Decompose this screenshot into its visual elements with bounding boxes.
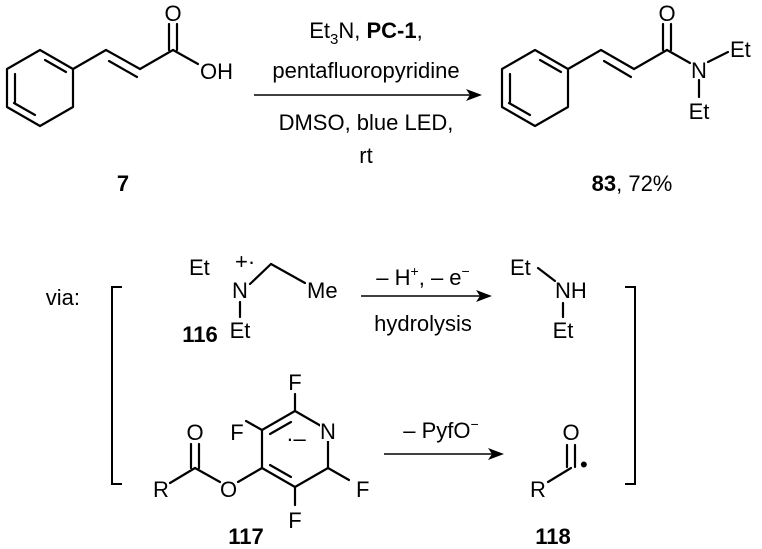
atom-117-f-bottom: F: [288, 508, 301, 533]
compound-7-label: 7: [117, 171, 129, 196]
reaction-arrow-head: [466, 89, 482, 101]
atom-amine-et1: Et: [510, 255, 531, 280]
bond-116-ch2-ch3: [269, 262, 307, 285]
atom-117-n-mask: [320, 417, 336, 441]
bond-117-f-right: [326, 466, 351, 482]
compound-118: O • R 118: [530, 420, 588, 549]
bond-117-o-ring: [236, 466, 264, 484]
step-1-above: – H+, – e−: [376, 263, 469, 290]
bond-117-f-left: [244, 419, 264, 432]
step-1-arrow-head: [476, 290, 492, 302]
bond-116-n-ch2: [248, 262, 273, 286]
bond-amine-et1: [536, 266, 557, 283]
compound-116-label: 116: [182, 322, 218, 347]
step-2-arrow-head: [488, 448, 504, 460]
bond-83-c: [632, 48, 669, 71]
atom-116-et1: Et: [189, 255, 210, 280]
radical-anion-117: ·–: [286, 426, 306, 451]
benzene-ring-7: [5, 48, 75, 128]
condition-line-4: rt: [359, 143, 372, 168]
step-1-below: hydrolysis: [374, 311, 472, 336]
benzene-ring-83: [500, 48, 570, 128]
bond-7-alkene-2: [107, 59, 139, 79]
atom-116-charge: +·: [235, 249, 255, 274]
condition-line-1: Et3N, PC-1,: [309, 18, 423, 48]
compound-116: Et +· N Me Et 116: [182, 249, 337, 347]
bond-7-coh: [171, 48, 200, 66]
bond-83-a: [566, 48, 603, 71]
left-bracket: [111, 286, 122, 485]
compound-83: O N Et Et 83, 72%: [500, 1, 751, 196]
atom-117-r: R: [153, 477, 169, 502]
bond-118-r-c: [546, 466, 573, 484]
atom-83-o: O: [658, 1, 675, 26]
atom-118-r: R: [530, 477, 546, 502]
bond-117-r-c: [168, 466, 197, 485]
atom-117-n: N: [320, 419, 336, 444]
atom-83-et2: Et: [689, 99, 710, 124]
reaction-conditions: Et3N, PC-1, pentafluoropyridine DMSO, bl…: [254, 18, 482, 168]
atom-83-et1: Et: [730, 37, 751, 62]
bond-83-alkene-2: [602, 59, 633, 79]
condition-line-2: pentafluoropyridine: [272, 58, 459, 83]
atom-117-o-carbonyl: O: [186, 420, 203, 445]
compound-117-label: 117: [228, 524, 264, 549]
bond-7-a: [71, 48, 108, 71]
condition-line-3: DMSO, blue LED,: [279, 110, 454, 135]
bond-83-alkene: [599, 48, 636, 71]
step-2-above: – PyfO−: [403, 416, 478, 443]
bond-83-cn: [665, 48, 692, 65]
atom-7-o: O: [164, 1, 181, 26]
atom-118-o: O: [562, 420, 579, 445]
atom-amine-nh: NH: [555, 278, 587, 303]
atom-116-me: Me: [307, 278, 338, 303]
atom-117-f-top: F: [288, 370, 301, 395]
diethylamine: Et NH Et: [510, 255, 587, 343]
compound-117: R O O F F N F F ·– 117: [153, 370, 369, 549]
atom-117-o-ester: O: [220, 477, 237, 502]
radical-118: •: [580, 452, 588, 477]
atom-7-oh: OH: [200, 59, 233, 84]
atom-116-n: N: [232, 278, 248, 303]
atom-117-f-right: F: [356, 477, 369, 502]
atom-83-n: N: [691, 58, 707, 83]
atom-117-f-left: F: [230, 420, 243, 445]
bond-83-n-et1: [706, 50, 730, 64]
compound-83-label: 83, 72%: [592, 171, 673, 196]
via-label: via:: [46, 285, 80, 310]
mechanism-step-1: – H+, – e− hydrolysis: [361, 263, 492, 336]
atom-amine-et2: Et: [553, 318, 574, 343]
bond-7-c: [138, 48, 175, 71]
atom-116-et2: Et: [230, 318, 251, 343]
compound-7: O OH 7: [5, 1, 233, 196]
bond-7-alkene: [104, 48, 142, 71]
right-bracket: [625, 286, 636, 485]
compound-118-label: 118: [535, 524, 571, 549]
bond-117-c-oester: [193, 466, 222, 484]
mechanism-step-2: – PyfO−: [384, 416, 504, 460]
